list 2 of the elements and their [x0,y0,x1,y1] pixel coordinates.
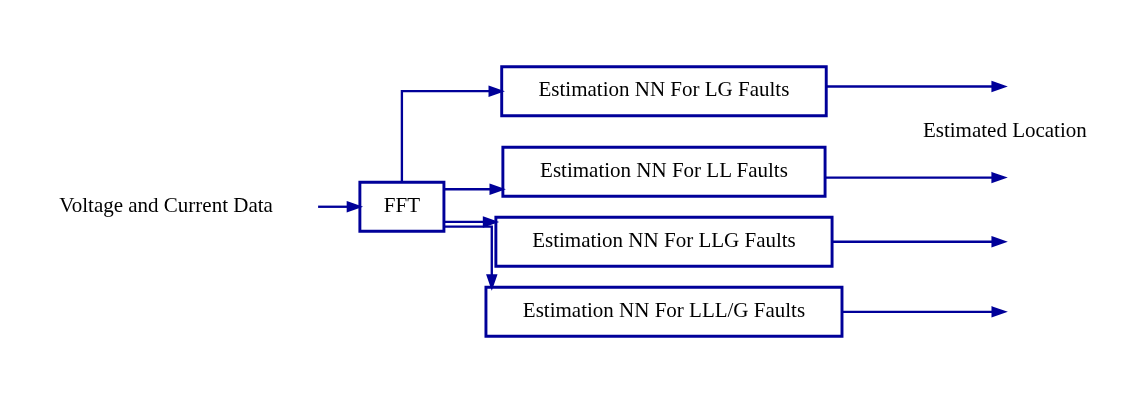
label: Estimated Location [922,118,1087,143]
node-text: Voltage and Current Data [59,192,273,217]
